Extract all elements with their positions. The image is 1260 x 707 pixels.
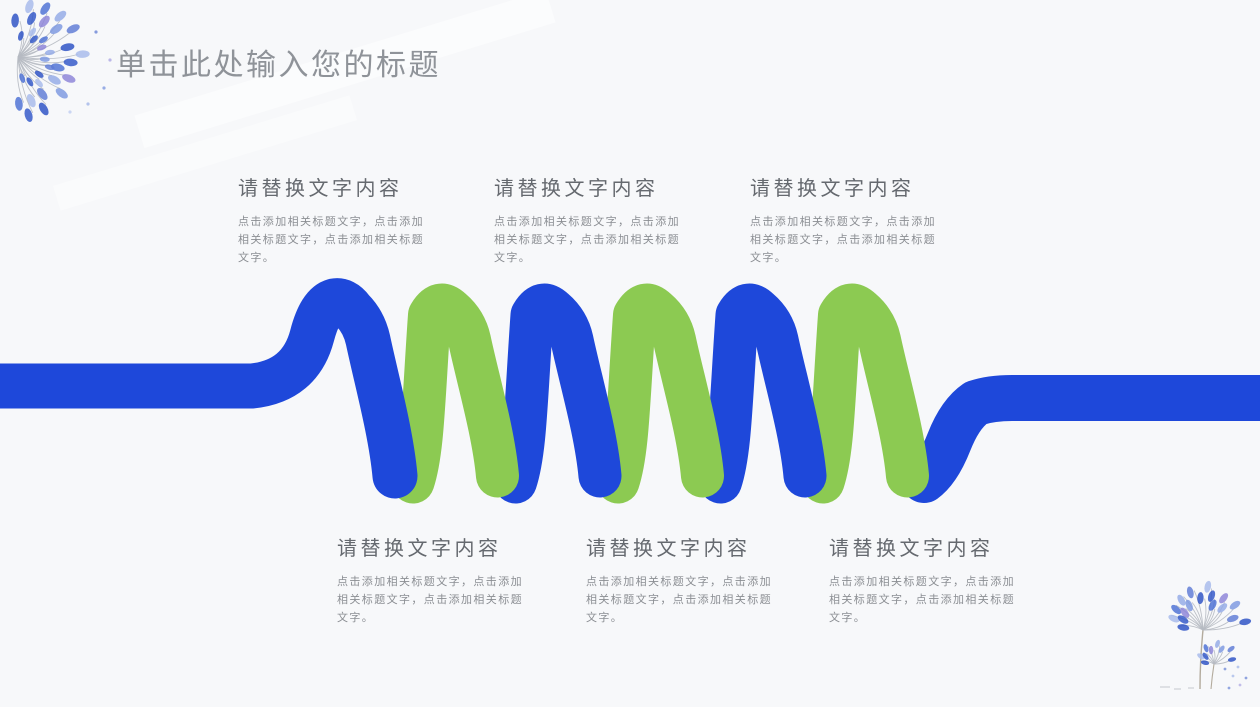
content-block-top-3: 请替换文字内容 点击添加相关标题文字，点击添加相关标题文字，点击添加相关标题文字… bbox=[750, 172, 950, 267]
ribbon-loop bbox=[596, 283, 724, 504]
slide-title: 单击此处输入您的标题 bbox=[116, 49, 441, 82]
ribbon-loop bbox=[391, 283, 519, 504]
ribbon-exit-segment bbox=[901, 375, 1260, 503]
allium-decoration-icon bbox=[1160, 580, 1252, 690]
ribbon-loop bbox=[801, 283, 929, 504]
block-body: 点击添加相关标题文字，点击添加相关标题文字，点击添加相关标题文字。 bbox=[494, 216, 680, 264]
dandelion-decoration-icon bbox=[11, 0, 112, 123]
content-block-top-2: 请替换文字内容 点击添加相关标题文字，点击添加相关标题文字，点击添加相关标题文字… bbox=[494, 172, 694, 267]
block-heading: 请替换文字内容 bbox=[337, 538, 502, 560]
content-block-bottom-3: 请替换文字内容 点击添加相关标题文字，点击添加相关标题文字，点击添加相关标题文字… bbox=[829, 532, 1029, 627]
block-body: 点击添加相关标题文字，点击添加相关标题文字，点击添加相关标题文字。 bbox=[829, 576, 1015, 624]
content-block-bottom-1: 请替换文字内容 点击添加相关标题文字，点击添加相关标题文字，点击添加相关标题文字… bbox=[337, 532, 537, 627]
content-block-bottom-2: 请替换文字内容 点击添加相关标题文字，点击添加相关标题文字，点击添加相关标题文字… bbox=[586, 532, 786, 627]
ribbon-entry-segment bbox=[0, 278, 418, 499]
block-body: 点击添加相关标题文字，点击添加相关标题文字，点击添加相关标题文字。 bbox=[586, 576, 772, 624]
content-block-top-1: 请替换文字内容 点击添加相关标题文字，点击添加相关标题文字，点击添加相关标题文字… bbox=[238, 172, 438, 267]
block-body: 点击添加相关标题文字，点击添加相关标题文字，点击添加相关标题文字。 bbox=[750, 216, 936, 264]
ribbon-loop bbox=[699, 283, 827, 504]
block-heading: 请替换文字内容 bbox=[586, 538, 751, 560]
block-heading: 请替换文字内容 bbox=[750, 178, 915, 200]
block-heading: 请替换文字内容 bbox=[238, 178, 403, 200]
block-body: 点击添加相关标题文字，点击添加相关标题文字，点击添加相关标题文字。 bbox=[337, 576, 523, 624]
block-body: 点击添加相关标题文字，点击添加相关标题文字，点击添加相关标题文字。 bbox=[238, 216, 424, 264]
block-heading: 请替换文字内容 bbox=[829, 538, 994, 560]
ribbon-loop bbox=[494, 283, 622, 504]
block-heading: 请替换文字内容 bbox=[494, 178, 659, 200]
